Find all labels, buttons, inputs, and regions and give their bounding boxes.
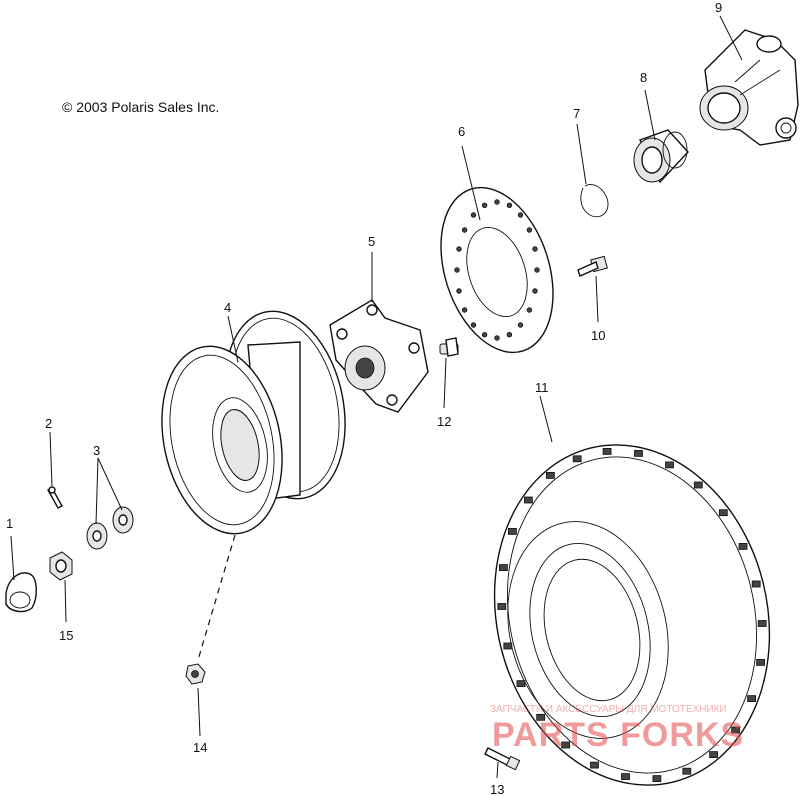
disc-hole xyxy=(534,267,540,273)
tire-lug xyxy=(731,726,740,734)
tire-lug xyxy=(497,603,507,610)
tire-lug xyxy=(757,620,767,627)
disc-hole xyxy=(456,288,462,294)
tire-lug xyxy=(546,471,555,479)
callout-11: 11 xyxy=(535,380,549,395)
leader-lines xyxy=(10,15,743,779)
tire-lug xyxy=(498,564,508,571)
disc-hole xyxy=(456,246,462,252)
watermark: ЗАПЧАСТИ И АКСЕССУАРЫ ДЛЯ МОТОТЕХНИКИ PA… xyxy=(490,704,744,754)
part-11-tire xyxy=(493,444,771,786)
part-13-stud xyxy=(484,747,521,771)
callout-9: 9 xyxy=(715,0,722,15)
callout-13: 13 xyxy=(490,782,504,796)
tire-lug xyxy=(756,659,765,666)
part-15-castle-nut xyxy=(49,551,73,581)
tire-lug xyxy=(718,509,728,517)
disc-hole xyxy=(532,288,538,294)
tire-lug xyxy=(621,773,630,780)
disc-hole xyxy=(461,307,468,313)
part-3-washers xyxy=(86,506,134,550)
part-4-rim xyxy=(161,310,346,535)
part-8-bearing xyxy=(633,129,689,184)
disc-hole xyxy=(481,202,488,208)
part-12-stud xyxy=(439,337,459,357)
callout-3: 3 xyxy=(93,443,100,458)
tire-lug xyxy=(524,496,533,504)
tire-lug xyxy=(693,481,703,489)
disc-hole xyxy=(494,335,500,341)
part-5-hub xyxy=(329,299,429,413)
callout-14: 14 xyxy=(193,740,207,755)
callout-5: 5 xyxy=(368,234,375,249)
tire-lug xyxy=(665,461,674,469)
callout-4: 4 xyxy=(224,300,231,315)
disc-hole xyxy=(470,212,477,218)
part-9-knuckle xyxy=(699,29,799,146)
watermark-tagline: ЗАПЧАСТИ И АКСЕССУАРЫ ДЛЯ МОТОТЕХНИКИ xyxy=(490,704,727,715)
tire-lug xyxy=(652,775,662,782)
callout-1: 1 xyxy=(6,516,13,531)
disc-hole xyxy=(506,202,513,208)
disc-hole xyxy=(506,332,513,338)
tire-lug xyxy=(503,642,513,650)
disc-hole xyxy=(526,227,533,233)
callout-labels: 9 8 7 6 5 4 10 12 11 2 3 1 15 14 13 xyxy=(6,0,722,796)
part-14-lug-nut xyxy=(185,663,206,685)
part-6-brake-disc xyxy=(440,186,554,354)
disc-hole xyxy=(517,212,524,218)
callout-12: 12 xyxy=(437,414,451,429)
tire-lug xyxy=(507,528,517,535)
part-1-hub-cap xyxy=(5,572,37,613)
tire-lug xyxy=(536,713,546,721)
callout-15: 15 xyxy=(59,628,73,643)
part-2-cotter-pin xyxy=(47,486,63,509)
tire-lug xyxy=(751,580,761,588)
tire-lug xyxy=(602,447,612,455)
callout-10: 10 xyxy=(591,328,605,343)
tire-lug xyxy=(682,767,692,775)
disc-hole xyxy=(494,199,500,205)
part-7-snap-ring xyxy=(580,184,609,218)
disc-hole xyxy=(461,227,468,233)
tire-lug xyxy=(561,741,571,749)
part-10-bolt xyxy=(577,255,608,277)
tire-lug xyxy=(516,680,526,687)
tire-lug xyxy=(709,751,718,758)
disc-hole xyxy=(526,307,533,313)
disc-hole xyxy=(470,322,477,328)
tire-lug xyxy=(634,449,643,457)
tire-lug xyxy=(747,695,756,702)
disc-hole xyxy=(481,332,488,338)
callout-6: 6 xyxy=(458,124,465,139)
tire-lug xyxy=(738,543,748,550)
disc-hole xyxy=(532,246,538,252)
tire-lug xyxy=(590,761,599,769)
callout-7: 7 xyxy=(573,106,580,121)
callout-8: 8 xyxy=(640,70,647,85)
disc-hole xyxy=(517,322,524,328)
disc-hole xyxy=(454,267,460,273)
callout-2: 2 xyxy=(45,416,52,431)
copyright-text: © 2003 Polaris Sales Inc. xyxy=(62,99,219,115)
watermark-logo: PARTS FORKS xyxy=(492,716,744,754)
tire-lug xyxy=(572,455,582,463)
